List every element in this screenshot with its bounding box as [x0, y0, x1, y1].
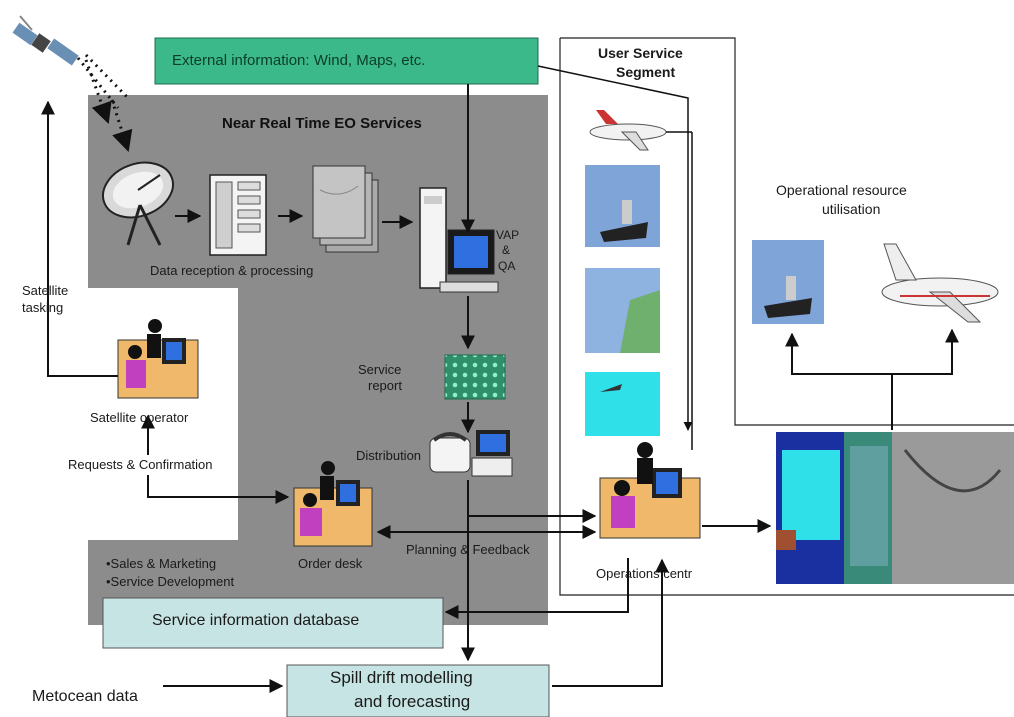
operational-resource-label-2: utilisation [822, 201, 881, 217]
sales-marketing-label: •Sales & Marketing [106, 556, 217, 571]
service-report-label-2: report [368, 378, 402, 393]
vap-label-2: & [502, 243, 511, 257]
ship-tower-1 [622, 200, 632, 224]
user-service-segment-frame [560, 37, 1014, 426]
sar-mosaic-image [776, 432, 1014, 584]
user-service-segment-frame-lower [559, 38, 1014, 596]
arrow-external-to-user-segment [537, 65, 693, 431]
data-reception-label: Data reception & processing [150, 263, 314, 278]
arrow-resource-to-plane [892, 328, 959, 375]
vap-computer-icon [419, 187, 499, 293]
metocean-label: Metocean data [32, 688, 138, 705]
operations-centre-label: Operations centr [596, 566, 693, 581]
map-land [620, 290, 660, 353]
satellite-icon [12, 15, 79, 66]
server-rack-icon [209, 174, 267, 256]
user-service-title-1: User Service [598, 45, 683, 61]
satellite-tasking-label-2: tasking [22, 300, 64, 315]
satellite-images-icon [312, 165, 379, 253]
service-development-label: •Service Development [106, 574, 235, 589]
service-info-db-label: Service information database [152, 612, 360, 629]
arrow-resource-split [785, 332, 893, 430]
arrow-ops-to-db [444, 558, 629, 619]
external-info-label: External information: Wind, Maps, etc. [172, 52, 426, 69]
service-report-icon [444, 354, 506, 400]
operational-resource-label-1: Operational resource [776, 182, 907, 198]
satellite-operator-label: Satellite operator [90, 410, 189, 425]
signal-arrow-1 [110, 99, 133, 153]
spill-drift-label-1: Spill drift modelling [330, 668, 473, 687]
aircraft-small-icon [589, 110, 667, 151]
arrow-spill-to-ops [552, 558, 669, 687]
distribution-icon [429, 430, 513, 477]
aircraft-large-icon [881, 243, 999, 323]
order-desk-icon [293, 461, 373, 547]
satellite-tasking-label-1: Satellite [22, 283, 69, 298]
arrow-satellite-tasking [41, 100, 120, 377]
external-info-box [154, 37, 539, 85]
ship-hull-1 [600, 222, 648, 242]
user-service-title-2: Segment [616, 64, 676, 80]
near-real-time-title: Near Real Time EO Services [222, 115, 422, 132]
arrow-request-to-order-desk [147, 475, 290, 504]
sea-image [585, 372, 660, 436]
satellite-operator-icon [117, 319, 199, 399]
service-info-db-box [102, 597, 444, 649]
vap-label-3: QA [498, 259, 516, 273]
service-report-label-1: Service [358, 362, 402, 377]
resource-ship-hull [764, 298, 812, 318]
operations-centre-icon [599, 442, 701, 539]
spill-drift-label-2: and forecasting [354, 692, 471, 711]
distribution-label: Distribution [356, 448, 422, 463]
requests-confirmation-label: Requests & Confirmation [64, 456, 217, 473]
resource-ship-tower [786, 276, 796, 300]
order-desk-label: Order desk [298, 556, 363, 571]
satellite-dish-icon [102, 161, 174, 246]
planning-feedback-label: Planning & Feedback [406, 542, 530, 557]
vap-label-1: VAP [496, 228, 520, 242]
spill-drift-box [286, 664, 550, 717]
sea-plane [600, 384, 622, 392]
